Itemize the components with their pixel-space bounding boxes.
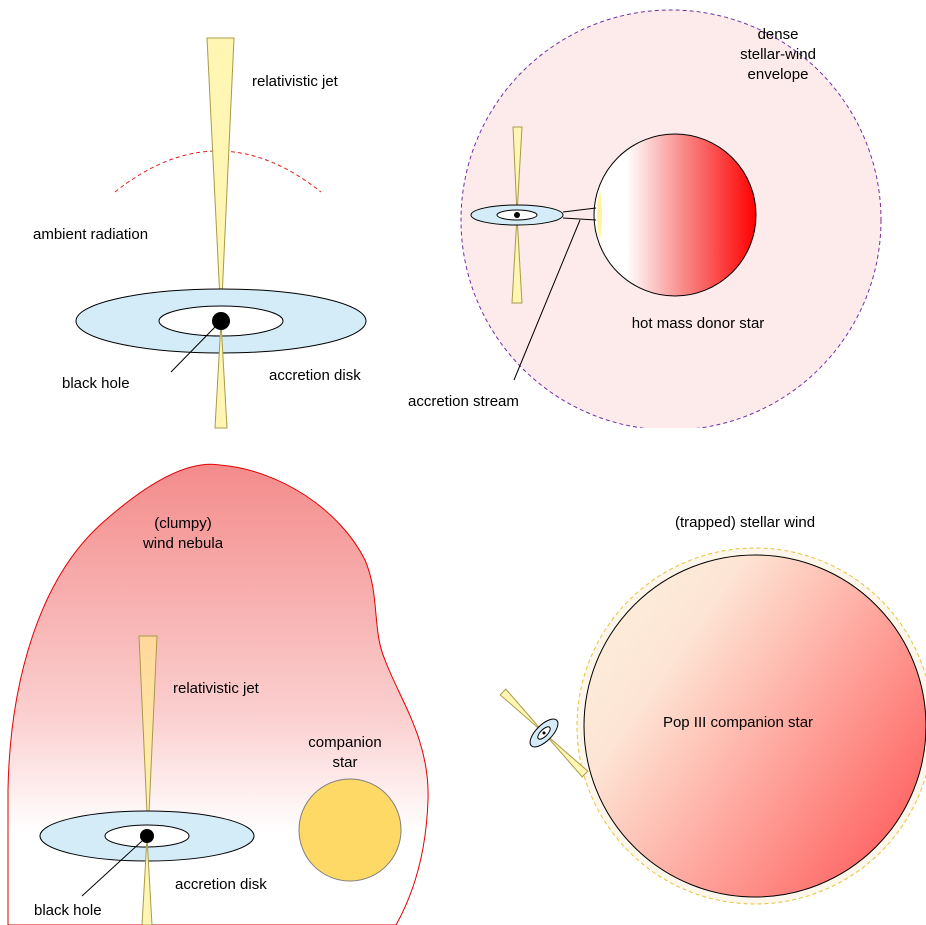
panel-jet-radiation: relativistic jet ambient radiation black…: [33, 38, 366, 428]
disk-label: accretion disk: [269, 367, 361, 384]
envelope-label-line1: dense: [758, 26, 799, 43]
panel-wind-nebula: (clumpy) wind nebula relativistic jet co…: [8, 464, 428, 925]
panel-pop3: (trapped) stellar wind Pop III companion…: [490, 514, 926, 904]
radiation-label: ambient radiation: [33, 226, 148, 243]
nebula-black-hole: [140, 829, 154, 843]
stream-label: accretion stream: [408, 393, 519, 410]
companion-star: [299, 779, 401, 881]
companion-label-line2: star: [332, 754, 357, 771]
envelope-label-line3: envelope: [748, 66, 809, 83]
nebula-label-line2: wind nebula: [142, 535, 224, 552]
donor-label: hot mass donor star: [632, 315, 765, 332]
upper-jet: [207, 38, 234, 320]
small-black-hole: [514, 212, 520, 218]
pop3-wind-label: (trapped) stellar wind: [675, 514, 815, 531]
black-hole-label: black hole: [62, 375, 130, 392]
jet-label: relativistic jet: [252, 73, 339, 90]
nebula-disk-label: accretion disk: [175, 876, 267, 893]
nebula-label-line1: (clumpy): [154, 515, 212, 532]
panel-wind-envelope: dense stellar-wind envelope hot mass don…: [408, 10, 881, 430]
donor-star: [594, 134, 756, 296]
envelope-label-line2: stellar-wind: [740, 46, 816, 63]
companion-label-line1: companion: [308, 734, 381, 751]
pop3-star-label: Pop III companion star: [663, 714, 813, 731]
nebula-black-hole-label: black hole: [34, 902, 102, 919]
nebula-jet-label: relativistic jet: [173, 680, 260, 697]
